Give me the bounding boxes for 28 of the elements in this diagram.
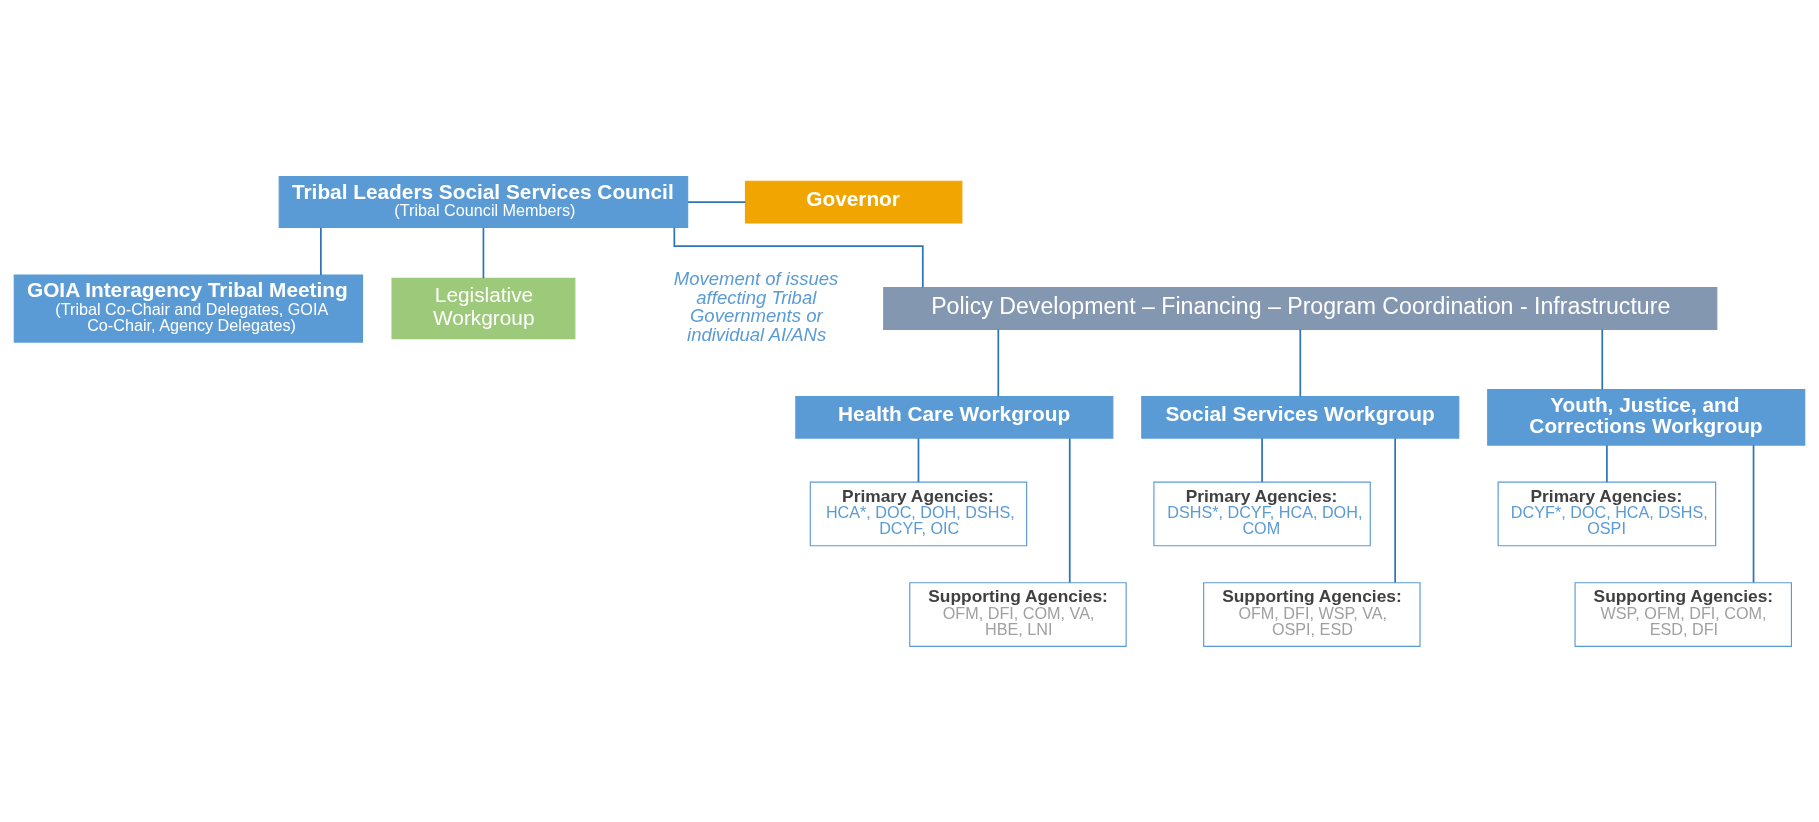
node-box: Governor <box>744 180 963 223</box>
node-box: Legislative Workgroup <box>391 277 576 339</box>
connector <box>320 226 322 276</box>
node-box: GOIA Interagency Tribal Meeting (Tribal Co-Chair and Delegates, GOIA Co-Chair, Agency Delegates) <box>13 273 364 343</box>
connector <box>1068 437 1071 583</box>
node-box: Primary Agencies: DSHS*, DCYF, HCA, DOH, COM <box>1153 481 1371 546</box>
connector <box>1606 443 1608 483</box>
node-box: Social Services Workgroup <box>1141 395 1460 439</box>
connector <box>1394 437 1396 583</box>
connector <box>687 200 747 203</box>
node-box: Primary Agencies: HCA*, DOC, DOH, DSHS, DCYF, OIC <box>809 481 1028 546</box>
label: Movement of issues affecting Tribal Governments or individual AI/ANs <box>673 267 839 345</box>
connector <box>1261 436 1263 483</box>
connector <box>997 328 1000 397</box>
node-box: Policy Development – Financing – Program Coordination - Infrastructure <box>883 286 1718 330</box>
node-box: Supporting Agencies: OFM, DFI, COM, VA, HBE, LNI <box>909 581 1127 647</box>
node-box: Health Care Workgroup <box>795 395 1114 439</box>
connector <box>1601 328 1604 390</box>
connector <box>482 226 485 279</box>
connector <box>917 436 920 483</box>
node-box: Youth, Justice, and Corrections Workgroup <box>1487 388 1806 446</box>
connector <box>673 226 924 288</box>
node-box: Supporting Agencies: OFM, DFI, WSP, VA, OSPI, ESD <box>1203 581 1421 647</box>
node-box: Supporting Agencies: WSP, OFM, DFI, COM, ESD, DFI <box>1574 581 1792 647</box>
node-box: Tribal Leaders Social Services Council (Tribal Council Members) <box>278 175 689 228</box>
connector <box>1752 443 1755 583</box>
connector <box>1299 328 1302 397</box>
node-box: Primary Agencies: DCYF*, DOC, HCA, DSHS, OSPI <box>1497 481 1717 546</box>
